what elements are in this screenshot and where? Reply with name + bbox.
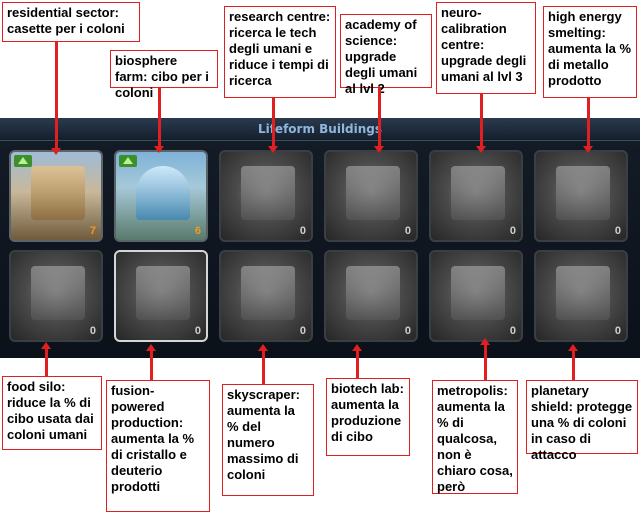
annotation-connector — [272, 98, 275, 148]
annotation-connector — [572, 350, 575, 380]
building-level: 0 — [614, 225, 621, 237]
building-image — [556, 166, 610, 220]
building-image — [451, 266, 505, 320]
building-level: 0 — [299, 225, 306, 237]
building-level: 0 — [194, 325, 201, 337]
annotation-academy-of-science: academy of science: upgrade degli umani … — [340, 14, 432, 96]
upgrade-arrow-icon[interactable] — [14, 155, 32, 167]
annotation-biotech-lab: biotech lab: aumenta la produzione di ci… — [326, 378, 410, 456]
annotation-connector — [150, 350, 153, 380]
annotation-food-silo: food silo: riduce la % di cibo usata dai… — [2, 376, 102, 450]
annotation-fusion-powered-production: fusion-powered production: aumenta la % … — [106, 380, 210, 512]
annotation-arrowhead — [154, 146, 164, 153]
building-neuro-calibration-centre[interactable]: 0 — [429, 150, 523, 242]
annotation-arrowhead — [476, 146, 486, 153]
annotation-connector — [378, 88, 381, 148]
annotation-connector — [262, 350, 265, 384]
building-image — [346, 166, 400, 220]
building-level: 0 — [509, 225, 516, 237]
annotation-neuro-calibration-centre: neuro-calibration centre: upgrade degli … — [436, 2, 536, 94]
upgrade-arrow-icon[interactable] — [119, 155, 137, 167]
building-image — [556, 266, 610, 320]
building-image — [31, 166, 85, 220]
annotation-arrowhead — [480, 338, 490, 345]
building-academy-of-science[interactable]: 0 — [324, 150, 418, 242]
annotation-connector — [480, 94, 483, 148]
annotation-connector — [45, 348, 48, 376]
building-image — [241, 166, 295, 220]
panel-header: Lifeform Buildings — [0, 118, 640, 141]
annotation-research-centre: research centre: ricerca le tech degli u… — [224, 6, 336, 98]
building-image — [451, 166, 505, 220]
building-level: 6 — [194, 225, 201, 237]
annotation-arrowhead — [352, 344, 362, 351]
building-image — [346, 266, 400, 320]
building-skyscraper[interactable]: 0 — [219, 250, 313, 342]
building-biosphere-farm[interactable]: 6 — [114, 150, 208, 242]
building-level: 0 — [404, 225, 411, 237]
lifeform-buildings-panel: Lifeform Buildings 7 6 0 0 0 0 0 0 0 — [0, 118, 640, 358]
annotation-arrowhead — [374, 146, 384, 153]
building-image — [136, 266, 190, 320]
annotation-connector — [587, 98, 590, 148]
building-biotech-lab[interactable]: 0 — [324, 250, 418, 342]
building-image — [136, 166, 190, 220]
annotation-arrowhead — [258, 344, 268, 351]
annotation-connector — [356, 350, 359, 378]
building-level: 0 — [404, 325, 411, 337]
annotation-high-energy-smelting: high energy smelting: aumenta la % di me… — [543, 6, 637, 98]
building-food-silo[interactable]: 0 — [9, 250, 103, 342]
panel-title: Lifeform Buildings — [257, 122, 383, 136]
building-level: 7 — [89, 225, 96, 237]
annotation-arrowhead — [146, 344, 156, 351]
building-residential-sector[interactable]: 7 — [9, 150, 103, 242]
annotation-arrowhead — [41, 342, 51, 349]
building-high-energy-smelting[interactable]: 0 — [534, 150, 628, 242]
building-metropolis[interactable]: 0 — [429, 250, 523, 342]
building-image — [241, 266, 295, 320]
annotation-residential-sector: residential sector: casette per i coloni — [2, 2, 140, 42]
annotation-connector — [158, 88, 161, 148]
building-fusion-powered-production[interactable]: 0 — [114, 250, 208, 342]
annotation-metropolis: metropolis: aumenta la % di qualcosa, no… — [432, 380, 518, 494]
annotation-arrowhead — [568, 344, 578, 351]
annotation-connector — [55, 42, 58, 150]
annotation-arrowhead — [583, 146, 593, 153]
building-level: 0 — [89, 325, 96, 337]
annotation-arrowhead — [51, 148, 61, 155]
building-level: 0 — [614, 325, 621, 337]
annotation-biosphere-farm: biosphere farm: cibo per i coloni — [110, 50, 218, 100]
building-image — [31, 266, 85, 320]
annotation-planetary-shield: planetary shield: protegge una % di colo… — [526, 380, 638, 462]
building-level: 0 — [509, 325, 516, 337]
annotation-arrowhead — [268, 146, 278, 153]
annotation-skyscraper: skyscraper: aumenta la % del numero mass… — [222, 384, 314, 496]
building-level: 0 — [299, 325, 306, 337]
building-planetary-shield[interactable]: 0 — [534, 250, 628, 342]
annotation-connector — [484, 344, 487, 380]
building-research-centre[interactable]: 0 — [219, 150, 313, 242]
